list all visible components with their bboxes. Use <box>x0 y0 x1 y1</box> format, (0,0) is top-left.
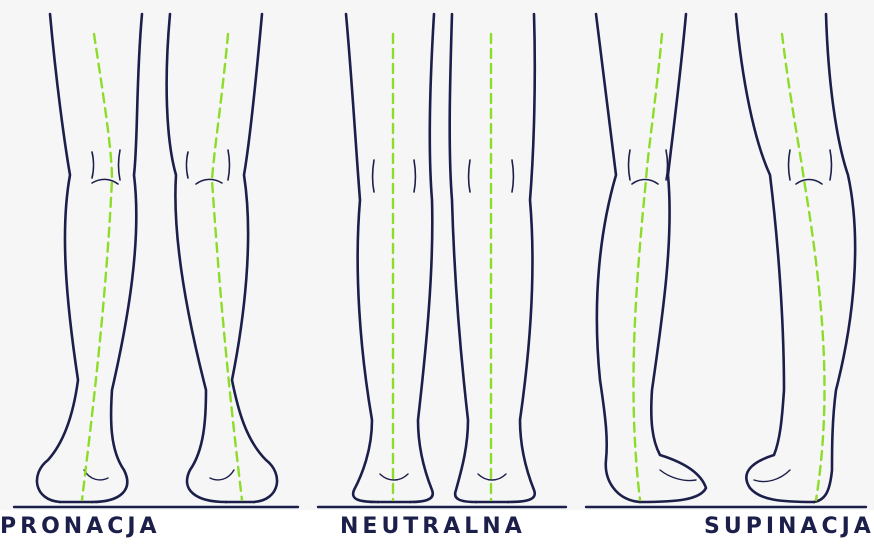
label-pronation: PRONACJA <box>0 512 161 542</box>
label-supination: SUPINACJA <box>704 512 874 542</box>
label-neutral: NEUTRALNA <box>340 512 526 542</box>
